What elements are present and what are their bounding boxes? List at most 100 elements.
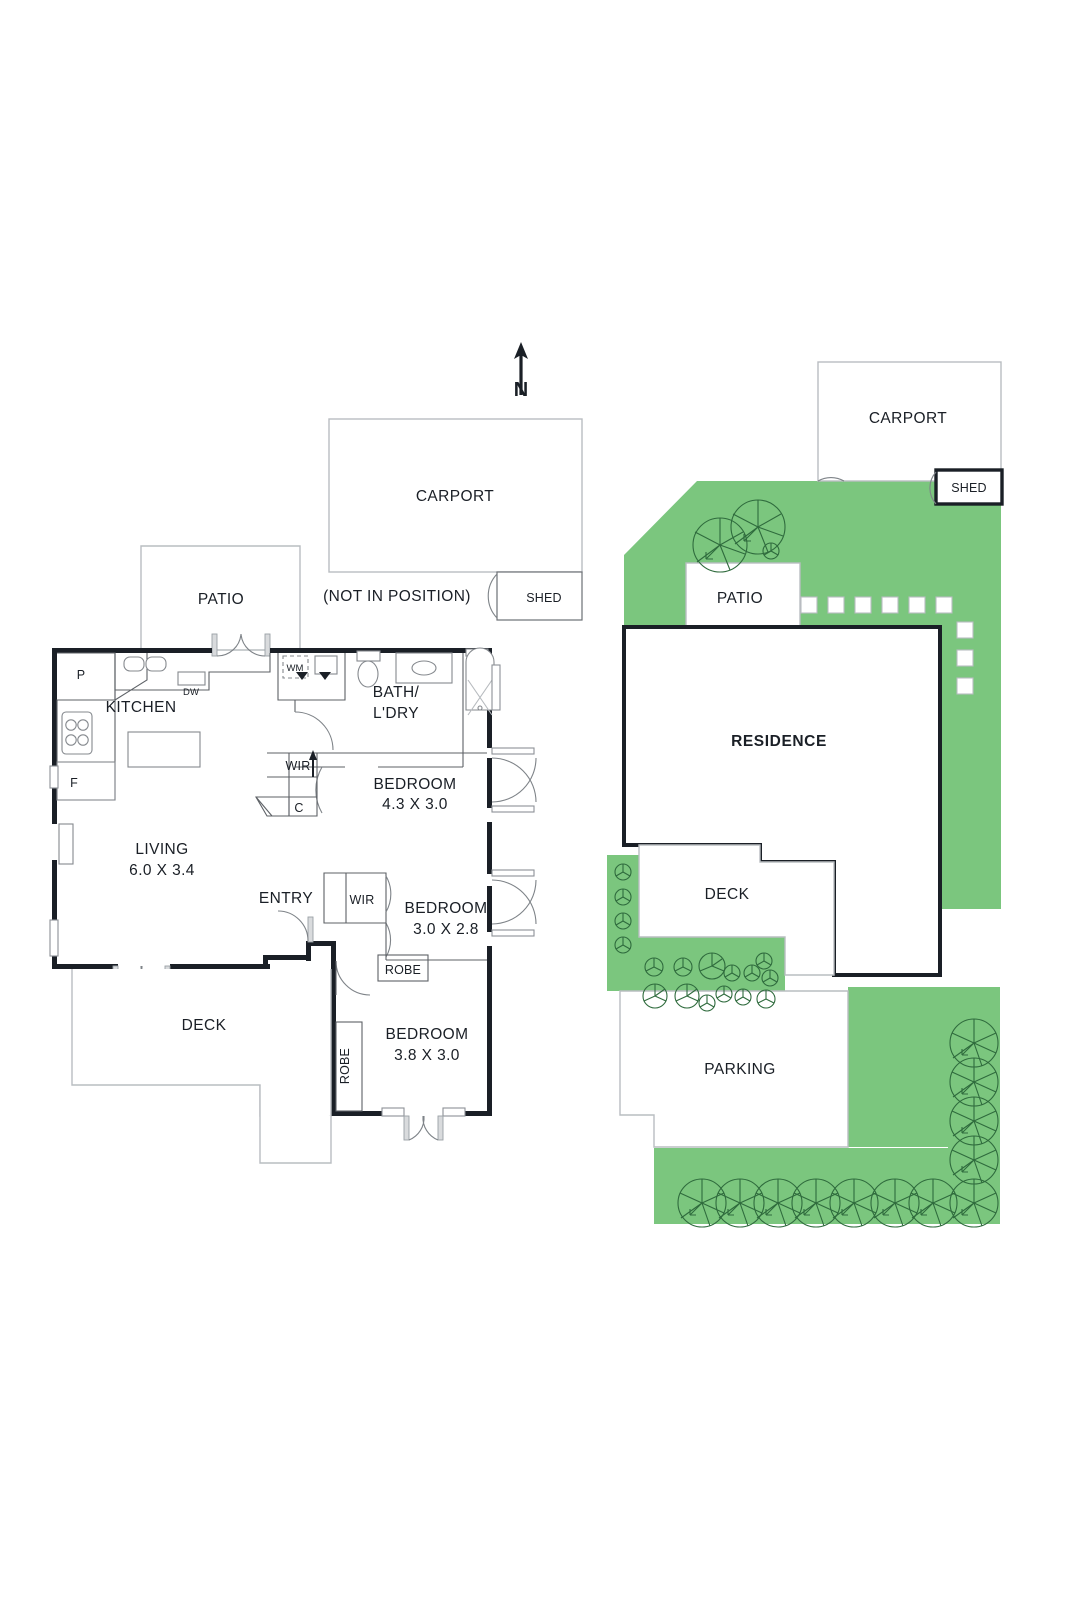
bath-laundry-label-1: BATH/ (373, 684, 420, 701)
dishwasher-box (177, 671, 206, 686)
tree-icon (692, 517, 748, 573)
tree-cluster-north (692, 499, 786, 573)
site-carport-door-arc (817, 477, 845, 482)
shrub-icon (644, 957, 664, 977)
laundry-door-arc (294, 711, 334, 751)
shrub-icon (723, 964, 741, 982)
floorplan-carport-note: (NOT IN POSITION) (323, 588, 471, 605)
paver-path (800, 596, 974, 695)
floorplan-shed-outline (496, 571, 583, 621)
robe-bed2-box (377, 954, 429, 982)
site-shed-door-arc (929, 471, 937, 505)
tree-icon (715, 1178, 765, 1228)
floorplan-carport-label: CARPORT (416, 488, 494, 505)
site-carport-outline (817, 361, 1002, 482)
deck-outline (71, 969, 332, 1117)
pantry-label: P (77, 668, 86, 682)
shrub-bed-below-deck (642, 952, 779, 1012)
washing-machine-box (282, 655, 309, 679)
living-label: LIVING (135, 841, 188, 858)
laundry-arrow-right (319, 672, 331, 680)
wir-bed2-label: WIR (350, 893, 375, 907)
bedroom3-window-left (381, 1107, 405, 1117)
robe-bed2-label: ROBE (385, 963, 421, 977)
shrub-icon (614, 863, 632, 881)
tree-icon (698, 952, 726, 980)
bedroom3-door-arc (335, 960, 371, 996)
site-parking-outline (619, 990, 849, 1148)
tree-icon (949, 1096, 999, 1146)
bedroom-1-dims: 4.3 X 3.0 (382, 796, 448, 813)
living-window-2 (49, 919, 59, 957)
bedroom-1: BEDROOM 4.3 X 3.0 (317, 747, 537, 813)
shed-door-arc (487, 573, 498, 619)
kitchen-label: KITCHEN (106, 699, 177, 716)
wir-main-box (267, 752, 318, 817)
entry-door-arc (277, 910, 309, 942)
tree-icon (677, 1178, 727, 1228)
site-parking-label: PARKING (704, 1061, 775, 1078)
vanity-counter (395, 652, 453, 684)
floorplan-shed-label: SHED (526, 591, 562, 605)
site-residence-label: RESIDENCE (731, 733, 827, 750)
tree-icon (674, 983, 700, 1009)
lawn-bottom-strip (654, 1148, 1000, 1224)
bedroom1-door-arc-a (491, 757, 537, 803)
kitchen-island (127, 731, 201, 768)
bedroom-3: BEDROOM 3.8 X 3.0 ROBE (335, 960, 468, 1141)
patio-door-leaf-left (211, 633, 218, 657)
fridge-label: F (70, 776, 78, 790)
bedroom3-door-arc-right (422, 1115, 439, 1141)
bedroom2-window-top (491, 869, 535, 877)
washing-machine-label: WM (286, 663, 303, 674)
wir-bedroom2: WIR (323, 872, 487, 961)
living-sliding-door (58, 823, 74, 865)
wir-bed2-door-arc (385, 875, 392, 913)
robe-bed3-box (335, 1021, 363, 1112)
shrub-icon (614, 888, 632, 906)
living-window-1 (49, 765, 59, 789)
shrub-icon (698, 994, 716, 1012)
shrub-icon (743, 964, 761, 982)
bath-door-arc (315, 766, 323, 814)
tree-icon (949, 1057, 999, 1107)
tree-column-east (949, 1018, 999, 1185)
patio-door-arc-left (216, 633, 242, 657)
tree-icon (791, 1178, 841, 1228)
deck-step-outline (259, 1085, 332, 1164)
bedroom-1-label: BEDROOM (374, 776, 457, 793)
tree-icon (642, 983, 668, 1009)
shrub-column-deck-side (614, 863, 632, 954)
vanity-basin (411, 660, 437, 676)
tree-row-south (677, 1178, 999, 1228)
north-arrow-icon (514, 342, 528, 395)
laundry-trough (314, 655, 338, 675)
bedroom2-door-arc (385, 922, 392, 958)
tree-icon (753, 1178, 803, 1228)
site-shed-outline (934, 468, 1004, 506)
shrub-icon (734, 988, 752, 1006)
entry-area: ENTRY (259, 890, 314, 943)
bath-laundry-area: WM BATH/ L'DRY (277, 647, 501, 814)
bedroom3-window-right (442, 1107, 466, 1117)
site-deck-label: DECK (705, 886, 750, 903)
shrub-icon (673, 957, 693, 977)
lawn-deck-bed (607, 937, 785, 991)
toilet-cistern (356, 650, 381, 662)
bedroom3-door-arc-left (408, 1115, 425, 1141)
bedroom1-window-bottom (491, 805, 535, 813)
patio-door-leaf-right (264, 633, 271, 657)
site-deck-outline (638, 844, 835, 976)
floorplan-deck-label: DECK (182, 1017, 227, 1034)
floorplan-carport-outline (328, 418, 583, 573)
cupboard-label: C (294, 801, 303, 815)
shower-tray (465, 647, 495, 711)
site-shed-label: SHED (951, 481, 987, 495)
dishwasher-label: DW (183, 687, 199, 698)
entry-label: ENTRY (259, 890, 313, 907)
tree-icon (870, 1178, 920, 1228)
toilet-pan (357, 660, 379, 688)
bedroom1-window-top (491, 747, 535, 755)
